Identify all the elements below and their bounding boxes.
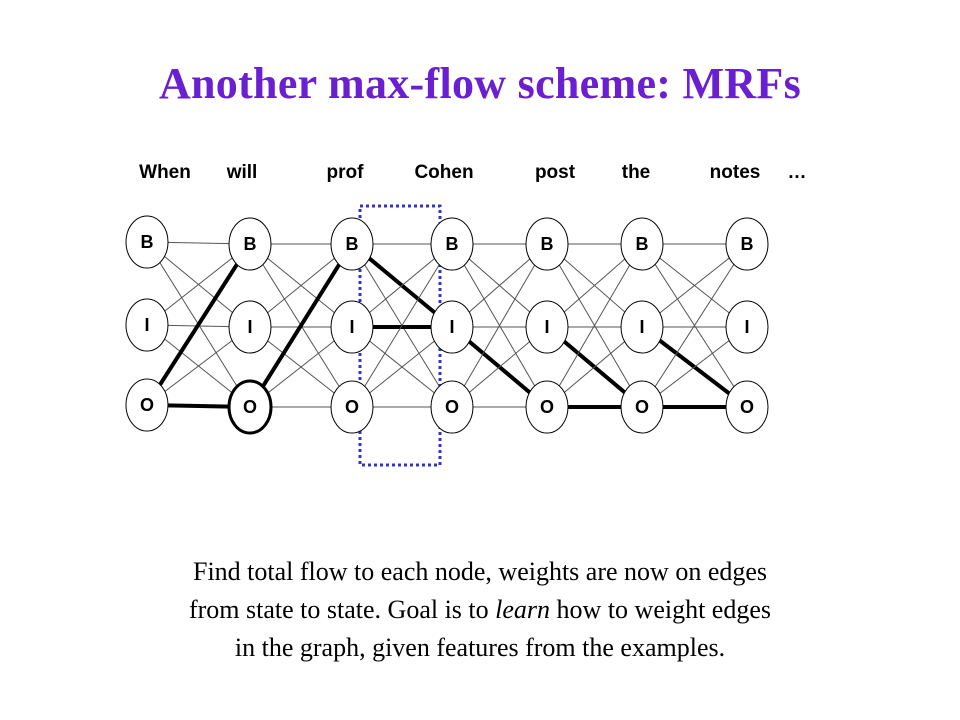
node-circle bbox=[725, 217, 769, 271]
word-5: the bbox=[622, 162, 651, 183]
node-circle bbox=[227, 379, 273, 435]
node-circle bbox=[125, 378, 169, 432]
node-circle bbox=[330, 380, 374, 434]
node-label: B bbox=[141, 232, 154, 252]
edge-2-2-0 bbox=[351, 243, 453, 408]
node-B-5: B bbox=[620, 217, 664, 271]
node-I-0: I bbox=[125, 298, 169, 352]
edge-3-2-0 bbox=[451, 243, 548, 408]
node-circle bbox=[525, 300, 569, 354]
word-0: When bbox=[139, 162, 191, 183]
node-label: B bbox=[446, 234, 459, 254]
caption-line-2-start: from state to state. Goal is to bbox=[188, 595, 496, 624]
node-B-0: B bbox=[125, 215, 169, 269]
node-label: I bbox=[349, 317, 354, 337]
sentence-words: When will prof Cohen post the notes … bbox=[139, 162, 806, 183]
node-label: O bbox=[445, 397, 459, 417]
word-7: … bbox=[788, 162, 807, 183]
word-4: post bbox=[535, 162, 576, 183]
node-circle bbox=[725, 380, 769, 434]
node-label: B bbox=[244, 234, 257, 254]
node-B-3: B bbox=[430, 217, 474, 271]
word-3: Cohen bbox=[414, 162, 473, 183]
edge-bold-o-b bbox=[145, 242, 252, 407]
caption-line-1: Find total flow to each node, weights ar… bbox=[192, 557, 768, 586]
node-B-4: B bbox=[525, 217, 569, 271]
node-circle bbox=[430, 380, 474, 434]
caption: Find total flow to each node, weights ar… bbox=[60, 553, 900, 667]
node-label: B bbox=[741, 234, 754, 254]
node-O-2: O bbox=[330, 380, 374, 434]
node-label: I bbox=[449, 317, 454, 337]
caption-line-3: in the graph, given features from the ex… bbox=[234, 633, 726, 662]
node-circle bbox=[330, 300, 374, 354]
node-B-1: B bbox=[228, 217, 272, 271]
node-label: O bbox=[740, 397, 754, 417]
node-label: O bbox=[635, 397, 649, 417]
node-circle bbox=[125, 298, 169, 352]
node-O-6: O bbox=[725, 380, 769, 434]
node-I-5: I bbox=[620, 300, 664, 354]
node-B-2: B bbox=[330, 217, 374, 271]
edge-4-2-0 bbox=[546, 243, 643, 408]
word-6: notes bbox=[710, 162, 761, 183]
node-O-3: O bbox=[430, 380, 474, 434]
node-I-6: I bbox=[725, 300, 769, 354]
edge-5-2-0 bbox=[641, 243, 748, 408]
node-label: O bbox=[243, 397, 257, 417]
node-circle bbox=[725, 300, 769, 354]
node-label: I bbox=[144, 315, 149, 335]
node-O-1: O bbox=[227, 379, 273, 435]
node-circle bbox=[228, 300, 272, 354]
node-O-4: O bbox=[525, 380, 569, 434]
node-label: I bbox=[744, 317, 749, 337]
node-label: B bbox=[636, 234, 649, 254]
caption-line-2: from state to state. Goal is to learn ho… bbox=[60, 591, 900, 629]
slide-title: Another max-flow scheme: MRFs bbox=[158, 59, 802, 108]
edge-1-2-0 bbox=[248, 242, 354, 409]
node-I-1: I bbox=[228, 300, 272, 354]
node-label: B bbox=[346, 234, 359, 254]
node-label: O bbox=[345, 397, 359, 417]
word-2: prof bbox=[327, 162, 365, 183]
node-circle bbox=[620, 217, 664, 271]
word-1: will bbox=[226, 162, 258, 183]
node-label: I bbox=[544, 317, 549, 337]
node-O-5: O bbox=[620, 380, 664, 434]
node-label: O bbox=[540, 397, 554, 417]
caption-emphasis: learn bbox=[495, 595, 551, 624]
node-I-3: I bbox=[430, 300, 474, 354]
node-label: I bbox=[639, 317, 644, 337]
node-label: B bbox=[541, 234, 554, 254]
node-B-6: B bbox=[725, 217, 769, 271]
node-circle bbox=[228, 217, 272, 271]
node-circle bbox=[330, 217, 374, 271]
node-circle bbox=[525, 217, 569, 271]
node-I-2: I bbox=[330, 300, 374, 354]
node-circle bbox=[125, 215, 169, 269]
node-circle bbox=[620, 380, 664, 434]
node-I-4: I bbox=[525, 300, 569, 354]
node-circle bbox=[430, 217, 474, 271]
node-circle bbox=[525, 380, 569, 434]
node-circle bbox=[620, 300, 664, 354]
caption-line-2-end: how to weight edges bbox=[550, 595, 772, 624]
node-label: I bbox=[247, 317, 252, 337]
state-nodes: B I O B I O B I O B I O B I O B I O B I O bbox=[125, 215, 769, 435]
node-O-0: O bbox=[125, 378, 169, 432]
node-circle bbox=[430, 300, 474, 354]
node-label: O bbox=[140, 395, 154, 415]
